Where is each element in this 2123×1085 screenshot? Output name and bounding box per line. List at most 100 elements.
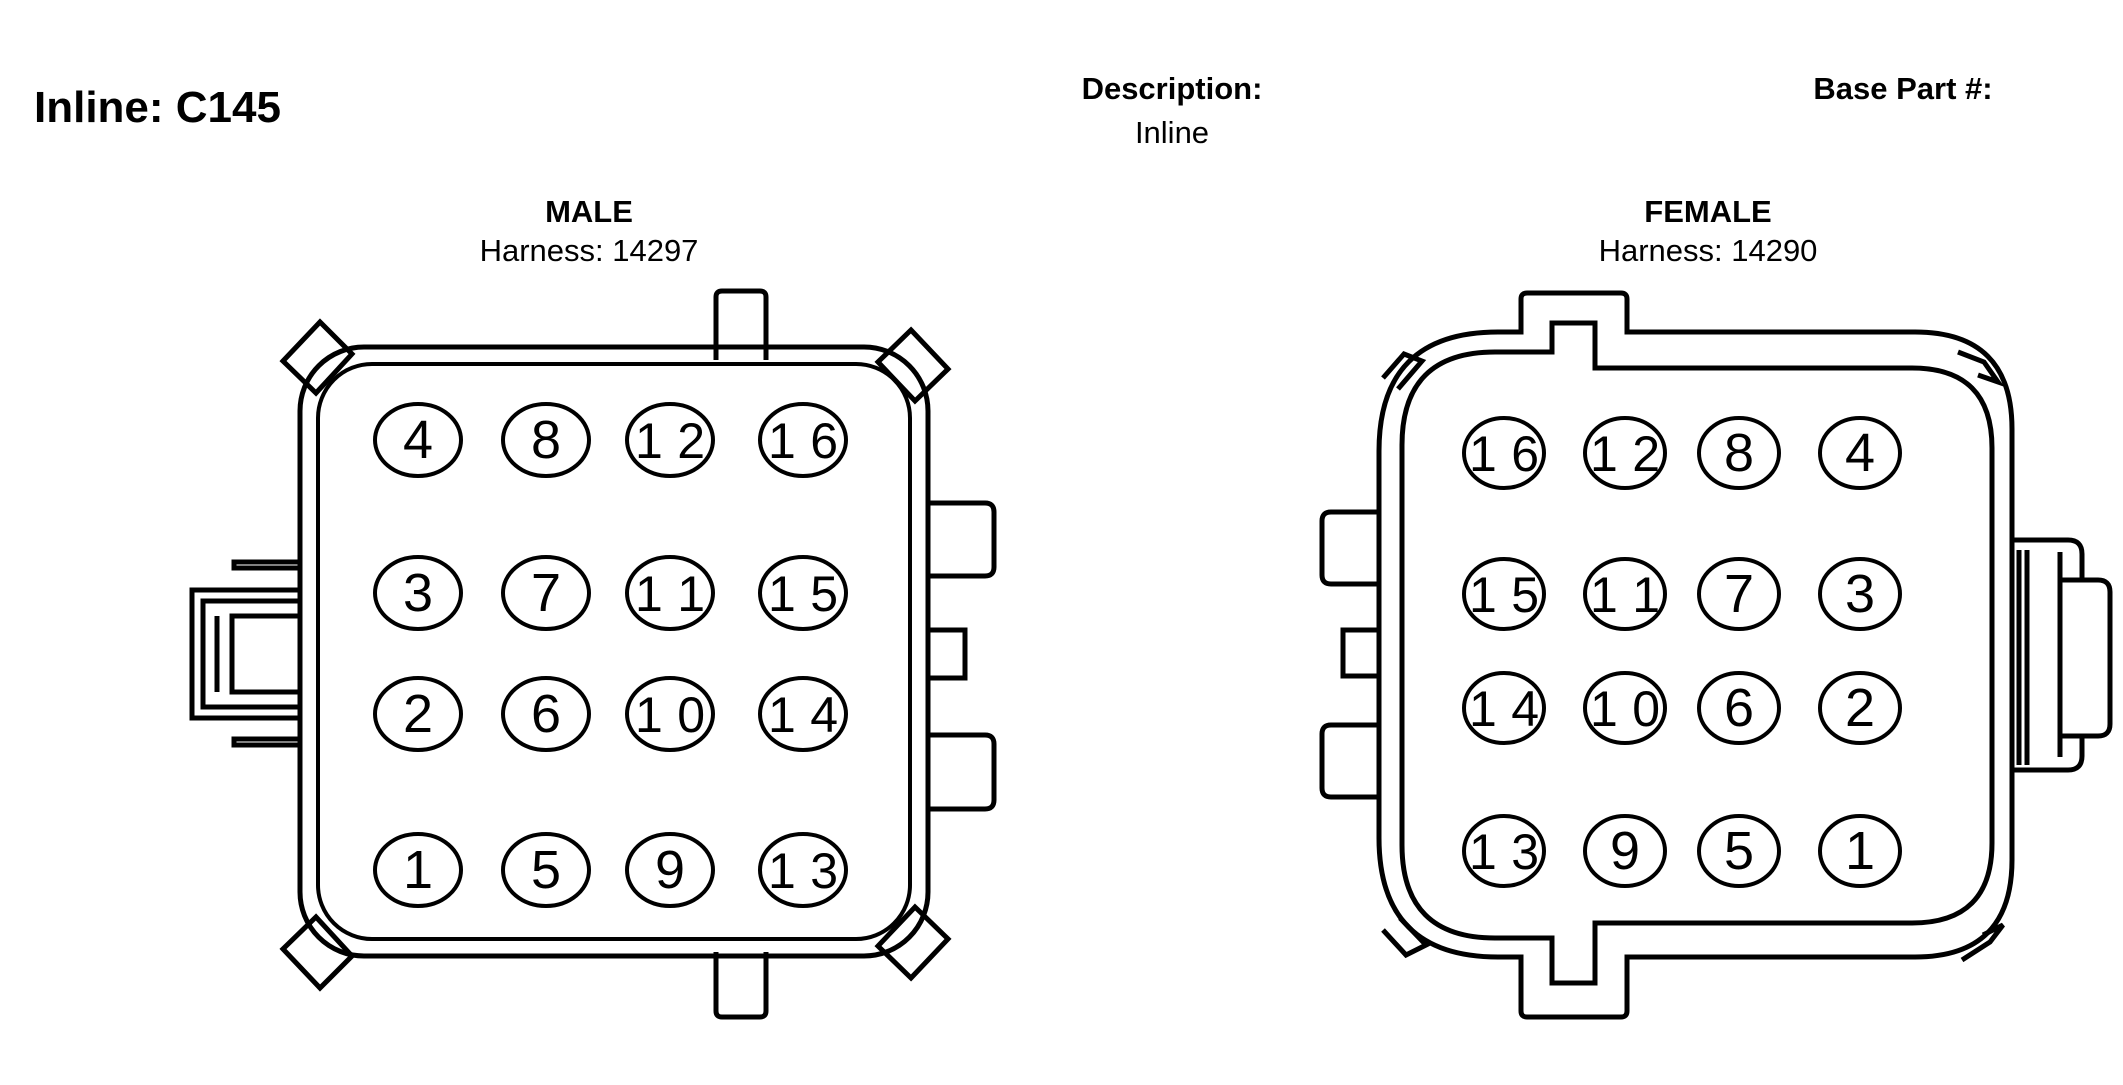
female-pin-circle <box>1462 671 1546 745</box>
female-pin-circle <box>1462 557 1546 631</box>
male-pin-circle <box>373 832 463 908</box>
female-pin-circle <box>1462 814 1546 888</box>
male-pin-number: 13 <box>768 843 838 899</box>
female-pin-11: 11 <box>1583 557 1667 631</box>
male-pin-1: 1 <box>373 832 463 908</box>
male-label: MALE <box>545 194 633 229</box>
male-pin-number: 2 <box>403 684 433 744</box>
female-pin-number: 6 <box>1724 678 1754 738</box>
male-pin-number: 5 <box>531 840 561 900</box>
female-pin-circle <box>1583 416 1667 490</box>
male-pin-9: 9 <box>625 832 715 908</box>
female-pin-circle <box>1697 814 1781 888</box>
female-pin-number: 11 <box>1590 567 1660 623</box>
female-pin-7: 7 <box>1697 557 1781 631</box>
male-pin-number: 7 <box>531 563 561 623</box>
female-harness-label: Harness: 14290 <box>1599 233 1818 268</box>
male-pin-number: 16 <box>768 413 838 469</box>
male-pin-circle <box>758 832 848 908</box>
female-pin-9: 9 <box>1583 814 1667 888</box>
male-pin-circle <box>373 402 463 478</box>
female-pin-number: 7 <box>1724 564 1754 624</box>
female-pin-15: 15 <box>1462 557 1546 631</box>
male-pin-12: 12 <box>625 402 715 478</box>
female-pin-circle <box>1583 557 1667 631</box>
male-pin-number: 4 <box>403 410 433 470</box>
female-pin-number: 10 <box>1590 681 1660 737</box>
female-housing <box>1319 290 2113 1020</box>
male-pin-15: 15 <box>758 555 848 631</box>
female-pin-number: 9 <box>1610 821 1640 881</box>
female-pin-circle <box>1462 416 1546 490</box>
female-pin-12: 12 <box>1583 416 1667 490</box>
male-pin-circle <box>501 676 591 752</box>
male-pin-number: 15 <box>768 566 838 622</box>
male-harness-label: Harness: 14297 <box>480 233 699 268</box>
female-pin-number: 1 <box>1845 821 1875 881</box>
male-pin-10: 10 <box>625 676 715 752</box>
female-pin-circle <box>1697 671 1781 745</box>
female-pin-number: 4 <box>1845 423 1875 483</box>
male-pin-circle <box>758 555 848 631</box>
female-pin-8: 8 <box>1697 416 1781 490</box>
male-pin-4: 4 <box>373 402 463 478</box>
male-pin-circle <box>625 676 715 752</box>
female-pin-number: 8 <box>1724 423 1754 483</box>
female-pin-circle <box>1583 814 1667 888</box>
male-pin-number: 9 <box>655 840 685 900</box>
female-pin-number: 15 <box>1469 567 1539 623</box>
female-pin-grid: 16 12 8 4 15 11 7 3 14 10 6 2 13 9 5 1 <box>1462 416 1902 888</box>
male-pin-circle <box>501 402 591 478</box>
female-pin-5: 5 <box>1697 814 1781 888</box>
female-pin-circle <box>1818 671 1902 745</box>
female-pin-2: 2 <box>1818 671 1902 745</box>
female-pin-number: 16 <box>1469 426 1539 482</box>
female-pin-circle <box>1697 557 1781 631</box>
male-housing <box>189 288 997 1020</box>
male-pin-8: 8 <box>501 402 591 478</box>
female-pin-number: 2 <box>1845 678 1875 738</box>
male-connector: MALE Harness: 14297 4 <box>189 194 997 1020</box>
female-pin-number: 5 <box>1724 821 1754 881</box>
female-pin-circle <box>1818 557 1902 631</box>
male-pin-circle <box>501 555 591 631</box>
male-pin-circle <box>373 676 463 752</box>
female-pin-circle <box>1583 671 1667 745</box>
male-pin-number: 6 <box>531 684 561 744</box>
male-pin-7: 7 <box>501 555 591 631</box>
male-pin-number: 10 <box>635 687 705 743</box>
female-pin-circle <box>1697 416 1781 490</box>
male-pin-number: 11 <box>635 566 705 622</box>
male-pin-11: 11 <box>625 555 715 631</box>
male-pin-16: 16 <box>758 402 848 478</box>
male-pin-number: 14 <box>768 687 838 743</box>
male-pin-5: 5 <box>501 832 591 908</box>
male-pin-circle <box>373 555 463 631</box>
male-pin-circle <box>625 832 715 908</box>
male-pin-number: 8 <box>531 410 561 470</box>
female-pin-number: 12 <box>1590 426 1660 482</box>
male-pin-13: 13 <box>758 832 848 908</box>
male-pin-number: 12 <box>635 413 705 469</box>
male-pin-6: 6 <box>501 676 591 752</box>
female-pin-14: 14 <box>1462 671 1546 745</box>
female-pin-4: 4 <box>1818 416 1902 490</box>
male-pin-circle <box>625 402 715 478</box>
male-pin-circle <box>501 832 591 908</box>
female-pin-13: 13 <box>1462 814 1546 888</box>
female-pin-number: 3 <box>1845 564 1875 624</box>
female-label: FEMALE <box>1644 194 1771 229</box>
base-part-label: Base Part #: <box>1813 71 1992 106</box>
male-pin-circle <box>625 555 715 631</box>
male-pin-3: 3 <box>373 555 463 631</box>
female-pin-1: 1 <box>1818 814 1902 888</box>
male-pin-2: 2 <box>373 676 463 752</box>
female-pin-circle <box>1818 416 1902 490</box>
female-pin-6: 6 <box>1697 671 1781 745</box>
description-value: Inline <box>1135 115 1209 150</box>
male-pin-number: 3 <box>403 563 433 623</box>
female-pin-3: 3 <box>1818 557 1902 631</box>
